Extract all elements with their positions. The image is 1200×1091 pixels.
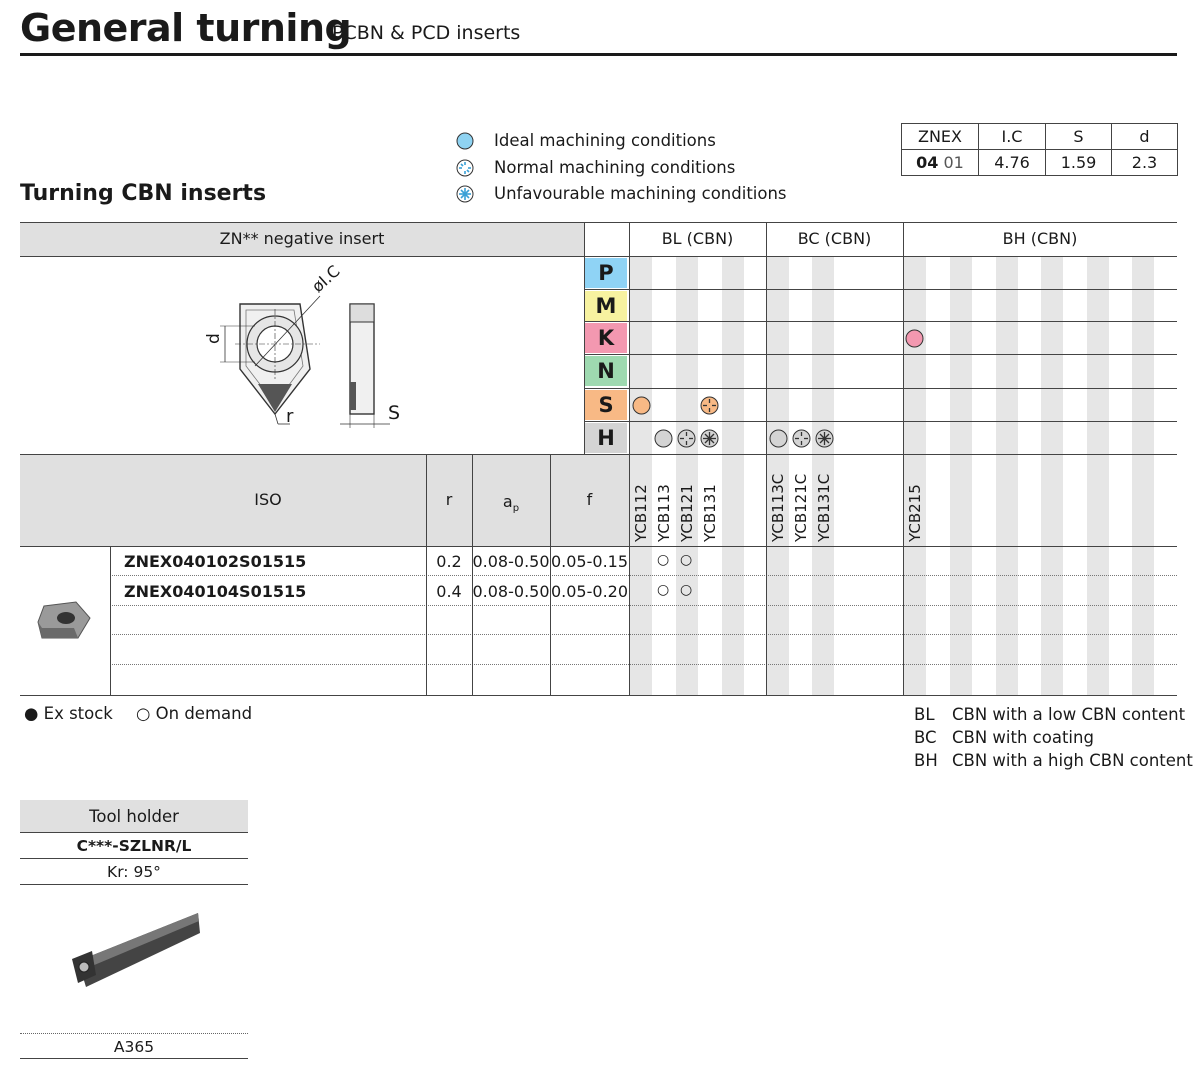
column-header-ap-sub: p — [512, 503, 520, 515]
material-s: S — [585, 390, 627, 420]
normal-condition-icon — [792, 429, 811, 448]
column-header-f: f — [586, 490, 593, 509]
grade-legend-desc: CBN with a high CBN content — [952, 751, 1193, 770]
column-header-ap-main: a — [502, 492, 513, 511]
spec-s: 1.59 — [1045, 149, 1112, 176]
tool-holder-kr: Kr: 95° — [20, 859, 248, 885]
row-f: 0.05-0.20 — [550, 582, 629, 601]
drawing-label-r: r — [286, 406, 294, 427]
grade-ycb121c: YCB121C — [792, 473, 810, 542]
spec-header: ZNEX — [901, 123, 979, 150]
grade-legend-code: BC — [914, 728, 937, 747]
ideal-condition-icon — [456, 132, 474, 149]
row-iso: ZNEX040104S01515 — [124, 582, 307, 601]
ideal-condition-icon — [905, 329, 924, 348]
ex-stock-legend: ● Ex stock — [24, 704, 113, 723]
drawing-label-s: S — [388, 402, 401, 424]
ideal-condition-icon — [632, 396, 651, 415]
grade-ycb131: YCB131 — [701, 484, 719, 542]
grade-group-bh: BH (CBN) — [1002, 229, 1078, 248]
material-m: M — [585, 291, 627, 321]
legend-unfavourable: Unfavourable machining conditions — [456, 184, 787, 203]
tool-holder-panel: Tool holder C***-SZLNR/L Kr: 95° A365 — [20, 800, 248, 1059]
normal-condition-icon — [677, 429, 696, 448]
grade-legend-desc: CBN with coating — [952, 728, 1094, 747]
page-title: General turning — [20, 6, 352, 50]
unfavourable-condition-icon — [700, 429, 719, 448]
on-demand-mark: ○ — [657, 582, 670, 598]
on-demand-mark: ○ — [680, 552, 693, 568]
column-header-ap: ap — [472, 492, 550, 514]
legend-label: Unfavourable machining conditions — [494, 184, 787, 203]
material-h: H — [585, 423, 627, 453]
insert-photo — [37, 601, 91, 639]
legend-normal: Normal machining conditions — [456, 158, 735, 177]
legend-label: Ideal machining conditions — [494, 131, 716, 150]
page-subtitle: PCBN & PCD inserts — [332, 22, 521, 44]
insert-header-band — [20, 222, 584, 256]
grade-ycb113c: YCB113C — [769, 473, 787, 542]
row-r: 0.2 — [436, 552, 462, 571]
tool-holder-model: C***-SZLNR/L — [20, 833, 248, 859]
grade-group-bl: BL (CBN) — [661, 229, 734, 248]
ideal-condition-icon — [769, 429, 788, 448]
spec-code: 04 01 — [901, 149, 979, 176]
column-header-r: r — [445, 490, 453, 509]
material-p: P — [585, 258, 627, 288]
material-n: N — [585, 356, 627, 386]
section-title: Turning CBN inserts — [20, 181, 267, 206]
grade-ycb112: YCB112 — [632, 484, 650, 542]
grade-legend-code: BH — [914, 751, 938, 770]
tool-holder-title: Tool holder — [20, 800, 248, 833]
normal-condition-icon — [456, 159, 474, 176]
title-divider — [20, 53, 1177, 56]
material-k: K — [585, 323, 627, 353]
column-header-band — [20, 454, 629, 546]
column-header-iso: ISO — [254, 490, 282, 509]
row-ap: 0.08-0.50 — [472, 582, 550, 601]
legend-label: Normal machining conditions — [494, 158, 736, 177]
unfavourable-condition-icon — [456, 185, 474, 202]
row-f: 0.05-0.15 — [550, 552, 629, 571]
grade-ycb113: YCB113 — [655, 484, 673, 542]
unfavourable-condition-icon — [815, 429, 834, 448]
ideal-condition-icon — [654, 429, 673, 448]
tool-holder-code: A365 — [20, 1033, 248, 1059]
insert-table: ZN** negative insert BL (CBN) BC (CBN) B… — [20, 222, 1177, 696]
spec-ic: 4.76 — [978, 149, 1046, 176]
spec-header: I.C — [978, 123, 1046, 150]
spec-header: S — [1045, 123, 1112, 150]
row-r: 0.4 — [436, 582, 462, 601]
on-demand-legend: ○ On demand — [136, 704, 253, 723]
on-demand-mark: ○ — [680, 582, 693, 598]
grade-ycb131c: YCB131C — [815, 473, 833, 542]
insert-type-header: ZN** negative insert — [219, 229, 385, 248]
spec-d: 2.3 — [1111, 149, 1178, 176]
grade-ycb215: YCB215 — [906, 484, 924, 542]
spec-table: ZNEX I.C S d 04 01 4.76 1.59 2.3 — [901, 123, 1178, 176]
grade-ycb121: YCB121 — [678, 484, 696, 542]
normal-condition-icon — [700, 396, 719, 415]
spec-header: d — [1111, 123, 1178, 150]
drawing-label-d: d — [204, 333, 224, 344]
grade-group-bc: BC (CBN) — [797, 229, 872, 248]
spec-code-light: 01 — [943, 153, 964, 172]
legend-ideal: Ideal machining conditions — [456, 131, 716, 150]
row-ap: 0.08-0.50 — [472, 552, 550, 571]
spec-code-bold: 04 — [916, 153, 939, 172]
grade-legend-code: BL — [914, 705, 935, 724]
tool-holder-photo — [72, 913, 200, 987]
insert-drawing — [220, 295, 390, 428]
grade-legend-desc: CBN with a low CBN content — [952, 705, 1186, 724]
on-demand-mark: ○ — [657, 552, 670, 568]
row-iso: ZNEX040102S01515 — [124, 552, 307, 571]
